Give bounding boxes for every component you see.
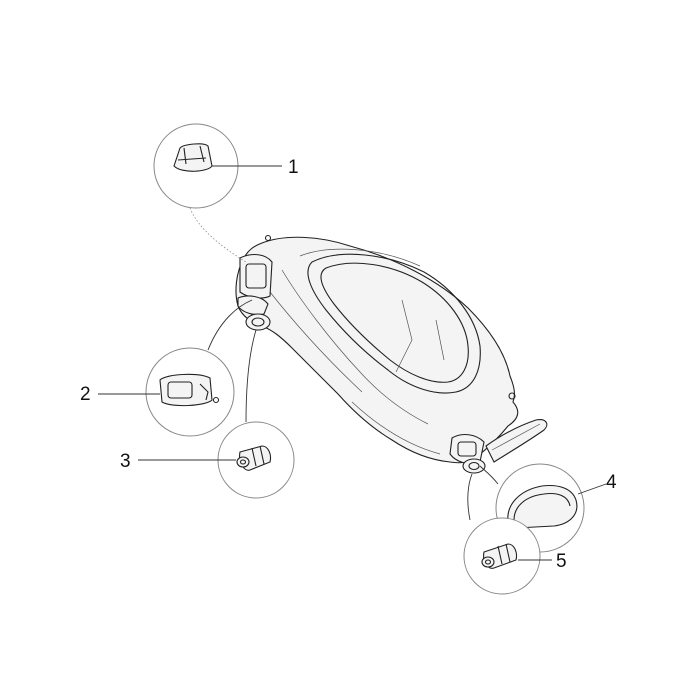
leader-line-4 <box>577 483 607 495</box>
callout-label-2: 2 <box>80 384 91 405</box>
callout-label-5: 5 <box>556 551 567 572</box>
handlebar-cover <box>235 234 548 474</box>
callout-bubble-3 <box>217 329 295 499</box>
callout-bubble-1 <box>153 123 247 263</box>
callout-label-3: 3 <box>120 451 131 472</box>
callout-bubble-5 <box>463 473 541 595</box>
callout-bubble-2 <box>145 299 253 437</box>
callout-label-1: 1 <box>288 157 299 178</box>
callout-label-4: 4 <box>606 472 617 493</box>
